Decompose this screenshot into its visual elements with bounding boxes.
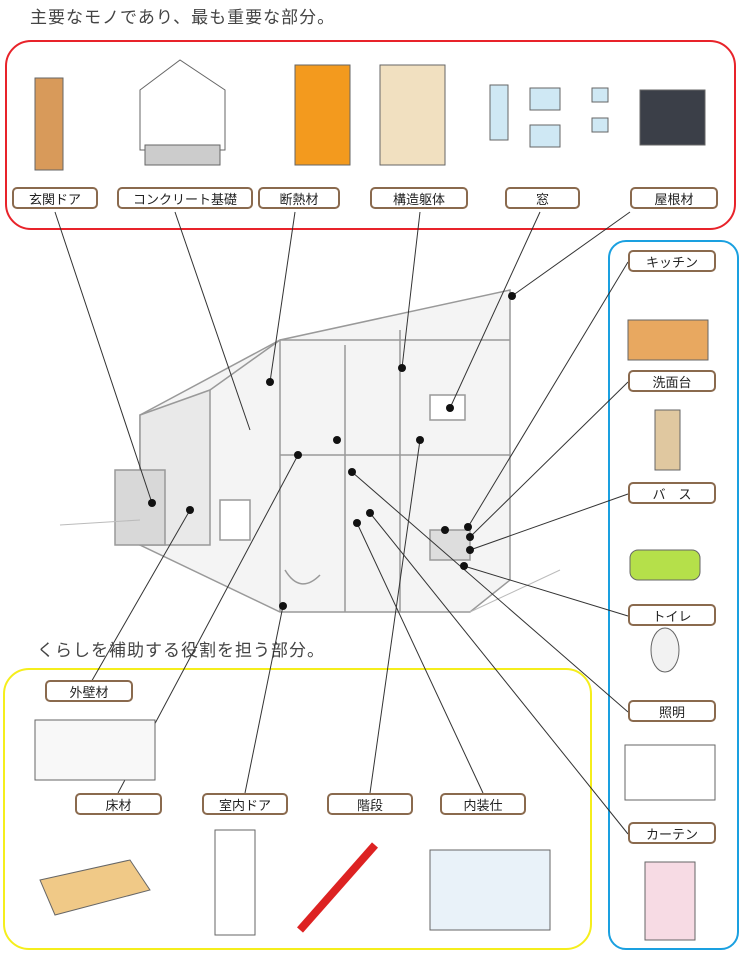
label-washstand: 洗面台 [628,370,716,392]
label-kitchen: キッチン [628,250,716,272]
label-curtain: カーテン [628,822,716,844]
main-parts-heading: 主要なモノであり、最も重要な部分。 [30,8,336,28]
label-stairs: 階段 [327,793,413,815]
label-roofing: 屋根材 [630,187,718,209]
label-concrete-foundation: コンクリート基礎 [117,187,253,209]
label-entrance-door: 玄関ドア [12,187,98,209]
label-flooring: 床材 [75,793,162,815]
label-window: 窓 [505,187,580,209]
equipment-frame [608,240,739,950]
label-toilet: トイレ [628,604,716,626]
label-insulation: 断熱材 [258,187,340,209]
main-parts-frame [5,40,736,230]
label-lighting: 照明 [628,700,716,722]
label-interior-finish: 内装仕 [440,793,526,815]
label-bath: バ ス [628,482,716,504]
support-parts-heading: くらしを補助する役割を担う部分。 [37,641,325,661]
support-parts-frame [3,668,592,950]
entrance-door-thumbnail [34,77,64,171]
label-interior-door: 室内ドア [202,793,288,815]
label-structural-frame: 構造躯体 [370,187,468,209]
label-exterior-wall: 外壁材 [45,680,133,702]
